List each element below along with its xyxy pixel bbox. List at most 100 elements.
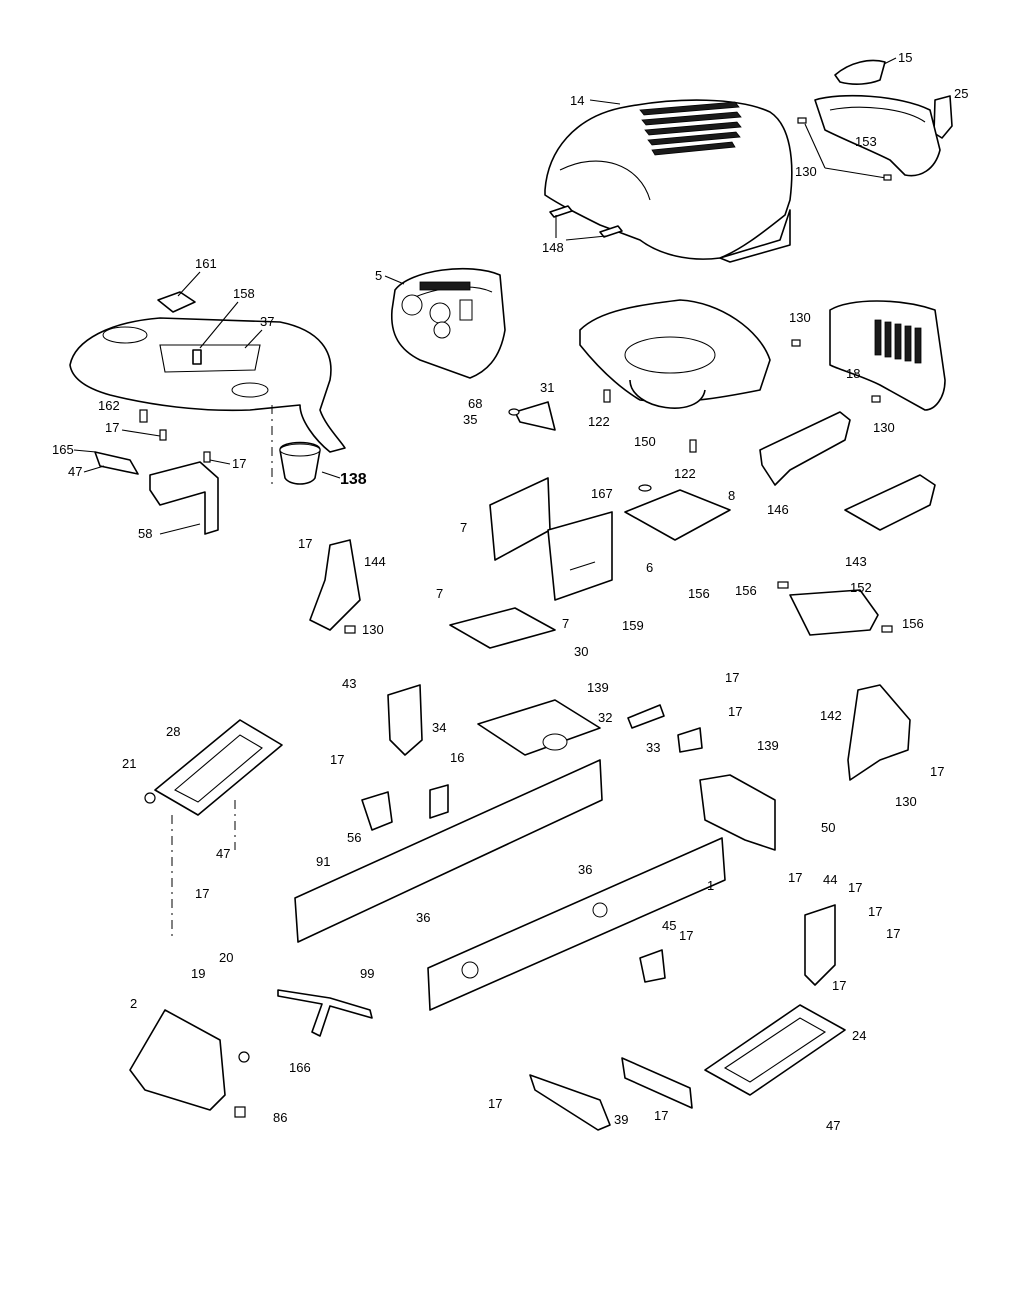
callout-139-b: 139 (757, 738, 779, 753)
svg-text:25: 25 (954, 86, 968, 101)
svg-text:17: 17 (679, 928, 693, 943)
bracket-part-142 (847, 684, 911, 781)
svg-text:152: 152 (850, 580, 872, 595)
callout-35: 35 (463, 408, 520, 427)
svg-text:17: 17 (728, 704, 742, 719)
svg-text:156: 156 (688, 586, 710, 601)
svg-text:7: 7 (460, 520, 467, 535)
svg-text:122: 122 (588, 414, 610, 429)
callout-16: 16 (450, 750, 464, 765)
panel-part-146 (759, 411, 851, 486)
switch-part-158 (192, 349, 202, 365)
bracket-part-6 (489, 477, 613, 601)
svg-text:39: 39 (614, 1112, 628, 1127)
callout-162: 162 (98, 398, 120, 413)
callout-130-b: 130 (789, 310, 811, 347)
svg-text:165: 165 (52, 442, 74, 457)
callout-68: 68 (468, 396, 482, 411)
svg-text:167: 167 (591, 486, 613, 501)
svg-text:146: 146 (767, 502, 789, 517)
svg-text:17: 17 (930, 764, 944, 779)
callout-58: 58 (138, 523, 201, 541)
callout-138: 138 (321, 471, 367, 488)
callout-28: 28 (166, 724, 180, 739)
plate-part-34 (477, 699, 601, 756)
footrest-part-24 (704, 1004, 846, 1096)
callout-86: 86 (234, 1106, 287, 1125)
callout-34: 34 (432, 720, 446, 735)
decal-part-143 (844, 474, 936, 531)
callout-19: 19 (191, 966, 205, 981)
lens-part-15 (834, 59, 886, 85)
svg-text:17: 17 (298, 536, 312, 551)
svg-text:6: 6 (646, 560, 653, 575)
svg-text:36: 36 (578, 862, 592, 877)
trim-part-25 (933, 95, 953, 139)
callout-17-b: 17 (203, 451, 246, 471)
callout-17-d: 17 (330, 752, 344, 767)
callout-25: 25 (954, 86, 968, 101)
callout-17-k: 17 (868, 904, 882, 919)
callout-122-b: 122 (674, 439, 697, 481)
callout-17-c: 17 (298, 536, 312, 551)
callout-156-a: 156 (735, 581, 789, 598)
callout-33: 33 (646, 740, 660, 755)
svg-text:130: 130 (362, 622, 384, 637)
callout-158: 158 (199, 286, 255, 349)
bumper-part-50 (699, 774, 776, 851)
bracket-part-39b (621, 1057, 693, 1109)
callout-5: 5 (375, 268, 405, 285)
callout-47-b: 47 (216, 846, 230, 861)
callout-156-b: 156 (881, 616, 924, 633)
callout-43: 43 (342, 676, 356, 691)
callout-17-g: 17 (930, 764, 944, 779)
svg-text:17: 17 (654, 1108, 668, 1123)
battery-tray-part-152 (789, 589, 879, 636)
callout-39: 39 (614, 1112, 628, 1127)
callout-37: 37 (244, 314, 274, 349)
svg-text:159: 159 (622, 618, 644, 633)
callout-14: 14 (570, 93, 621, 108)
callout-31: 31 (540, 380, 554, 395)
callout-159: 159 (622, 618, 644, 633)
callout-18: 18 (846, 366, 860, 381)
svg-text:153: 153 (855, 134, 877, 149)
svg-text:144: 144 (364, 554, 386, 569)
callout-6: 6 (646, 560, 653, 575)
callout-166: 166 (238, 1051, 311, 1075)
bracket-part-58 (149, 461, 219, 535)
svg-text:150: 150 (634, 434, 656, 449)
svg-text:14: 14 (570, 93, 584, 108)
callout-130-e: 130 (895, 794, 917, 809)
svg-text:20: 20 (219, 950, 233, 965)
callout-143: 143 (845, 554, 867, 569)
svg-text:17: 17 (232, 456, 246, 471)
svg-text:130: 130 (873, 420, 895, 435)
switch-part-161 (157, 291, 196, 313)
svg-text:50: 50 (821, 820, 835, 835)
svg-text:21: 21 (122, 756, 136, 771)
svg-text:15: 15 (898, 50, 912, 65)
hood-part-14 (544, 99, 793, 263)
callout-24: 24 (852, 1028, 866, 1043)
svg-text:34: 34 (432, 720, 446, 735)
callout-153: 153 (855, 134, 877, 149)
callout-130-c: 130 (871, 395, 895, 435)
callout-17-p: 17 (654, 1108, 668, 1123)
svg-text:17: 17 (788, 870, 802, 885)
grille-housing-part-153 (814, 94, 941, 177)
callout-2: 2 (130, 996, 137, 1011)
callout-161: 161 (177, 256, 217, 297)
hood-grille-slots (639, 101, 742, 156)
callout-8: 8 (728, 488, 735, 503)
grille-part-18 (829, 300, 946, 411)
svg-text:24: 24 (852, 1028, 866, 1043)
svg-text:130: 130 (795, 164, 817, 179)
callout-56: 56 (347, 830, 361, 845)
bracket-part-165 (94, 451, 139, 475)
callout-44: 44 (823, 872, 837, 887)
svg-text:142: 142 (820, 708, 842, 723)
callout-142: 142 (820, 708, 842, 723)
callout-36-b: 36 (416, 910, 430, 925)
bracket-part-144 (309, 539, 361, 631)
